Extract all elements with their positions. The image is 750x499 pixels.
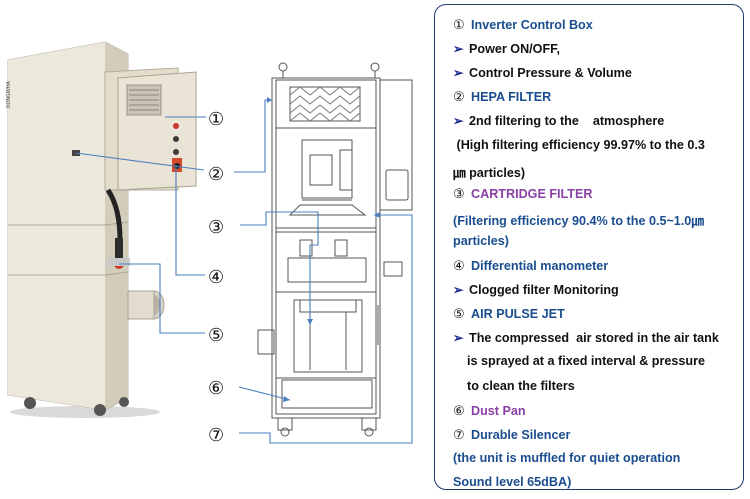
arrow-bullet-icon: ➢ [453, 114, 464, 129]
spec-line: ② HEPA FILTER [453, 89, 551, 105]
spec-number-icon: ⑦ [453, 426, 465, 442]
callout-7: ⑦ [208, 425, 224, 446]
arrow-bullet-icon: ➢ [453, 42, 464, 57]
callout-1: ① [208, 109, 224, 130]
spec-text: The compressed air stored in the air tan… [469, 331, 719, 346]
spec-number-icon: ③ [453, 185, 465, 201]
arrow-bullet-icon: ➢ [453, 283, 464, 298]
spec-text: ㎛ particles) [453, 165, 526, 180]
spec-number-icon: ① [453, 17, 465, 32]
spec-line: ➢ Power ON/OFF, [453, 41, 560, 56]
spec-line: (Filtering efficiency 90.4% to the 0.5~1… [453, 210, 704, 229]
spec-number-icon: ④ [453, 258, 465, 273]
spec-line: ⑥ Dust Pan [453, 403, 526, 419]
leader-lines [75, 99, 413, 444]
spec-text: Differential manometer [471, 259, 609, 273]
callout-4: ④ [208, 267, 224, 288]
spec-line: particles) [453, 234, 509, 248]
spec-text: HEPA FILTER [471, 90, 552, 105]
spec-text: Inverter Control Box [471, 18, 593, 32]
spec-number-icon: ⑥ [453, 402, 465, 418]
spec-text: Clogged filter Monitoring [469, 283, 619, 298]
callout-5: ⑤ [208, 325, 224, 346]
spec-number-icon: ② [453, 89, 465, 105]
spec-text: Power ON/OFF, [469, 42, 560, 57]
arrow-bullet-icon: ➢ [453, 66, 464, 81]
spec-text: AIR PULSE JET [471, 307, 565, 322]
spec-line: ➢ The compressed air stored in the air ta… [453, 330, 719, 345]
spec-text: is sprayed at a fixed interval & pressur… [467, 354, 705, 369]
spec-line: ④ Differential manometer [453, 258, 608, 274]
spec-panel: ① Inverter Control Box ➢ Power ON/OFF, ➢ Cont… [434, 4, 744, 490]
spec-line: ㎛ particles) [453, 162, 525, 181]
spec-line: (the unit is muffled for quiet operation [453, 451, 680, 465]
callout-6: ⑥ [208, 378, 224, 399]
spec-line: Sound level 65dBA) [453, 475, 571, 489]
spec-text: Dust Pan [471, 403, 526, 418]
leader-arrowheads [267, 97, 380, 402]
schematic-drawing [257, 62, 413, 437]
machine-photo: DONGWHA [6, 41, 197, 418]
spec-text: (High filtering efficiency 99.97% to the… [453, 137, 705, 152]
spec-text: particles) [453, 233, 509, 248]
spec-line: is sprayed at a fixed interval & pressur… [467, 354, 705, 368]
spec-text: 2nd filtering to the atmosphere [469, 114, 665, 129]
spec-text: to clean the filters [467, 378, 575, 393]
arrow-bullet-icon: ➢ [453, 331, 464, 346]
spec-text: CARTRIDGE FILTER [471, 186, 593, 201]
spec-number-icon: ⑤ [453, 306, 465, 322]
spec-line: ➢ Clogged filter Monitoring [453, 282, 619, 297]
spec-text: Sound level 65dBA) [453, 474, 572, 489]
callout-3: ③ [208, 217, 224, 238]
callout-numbers: ① ② ③ ④ ⑤ ⑥ ⑦ [208, 109, 224, 446]
spec-line: ⑦ Durable Silencer [453, 427, 570, 443]
spec-line: ➢ 2nd filtering to the atmosphere [453, 113, 664, 128]
spec-line: ① Inverter Control Box [453, 17, 593, 33]
spec-text: Control Pressure & Volume [469, 66, 632, 81]
spec-line: ⑤ AIR PULSE JET [453, 306, 565, 322]
spec-line: ③ CARTRIDGE FILTER [453, 186, 593, 202]
brand-label: DONGWHA [6, 81, 12, 108]
spec-line: (High filtering efficiency 99.97% to the… [453, 137, 705, 152]
spec-text: (the unit is muffled for quiet operation [453, 450, 681, 465]
callout-2: ② [208, 164, 224, 185]
spec-line: to clean the filters [467, 379, 575, 393]
spec-line: ➢ Control Pressure & Volume [453, 65, 632, 80]
spec-text: Durable Silencer [471, 427, 571, 442]
spec-text: (Filtering efficiency 90.4% to the 0.5~1… [453, 213, 704, 228]
